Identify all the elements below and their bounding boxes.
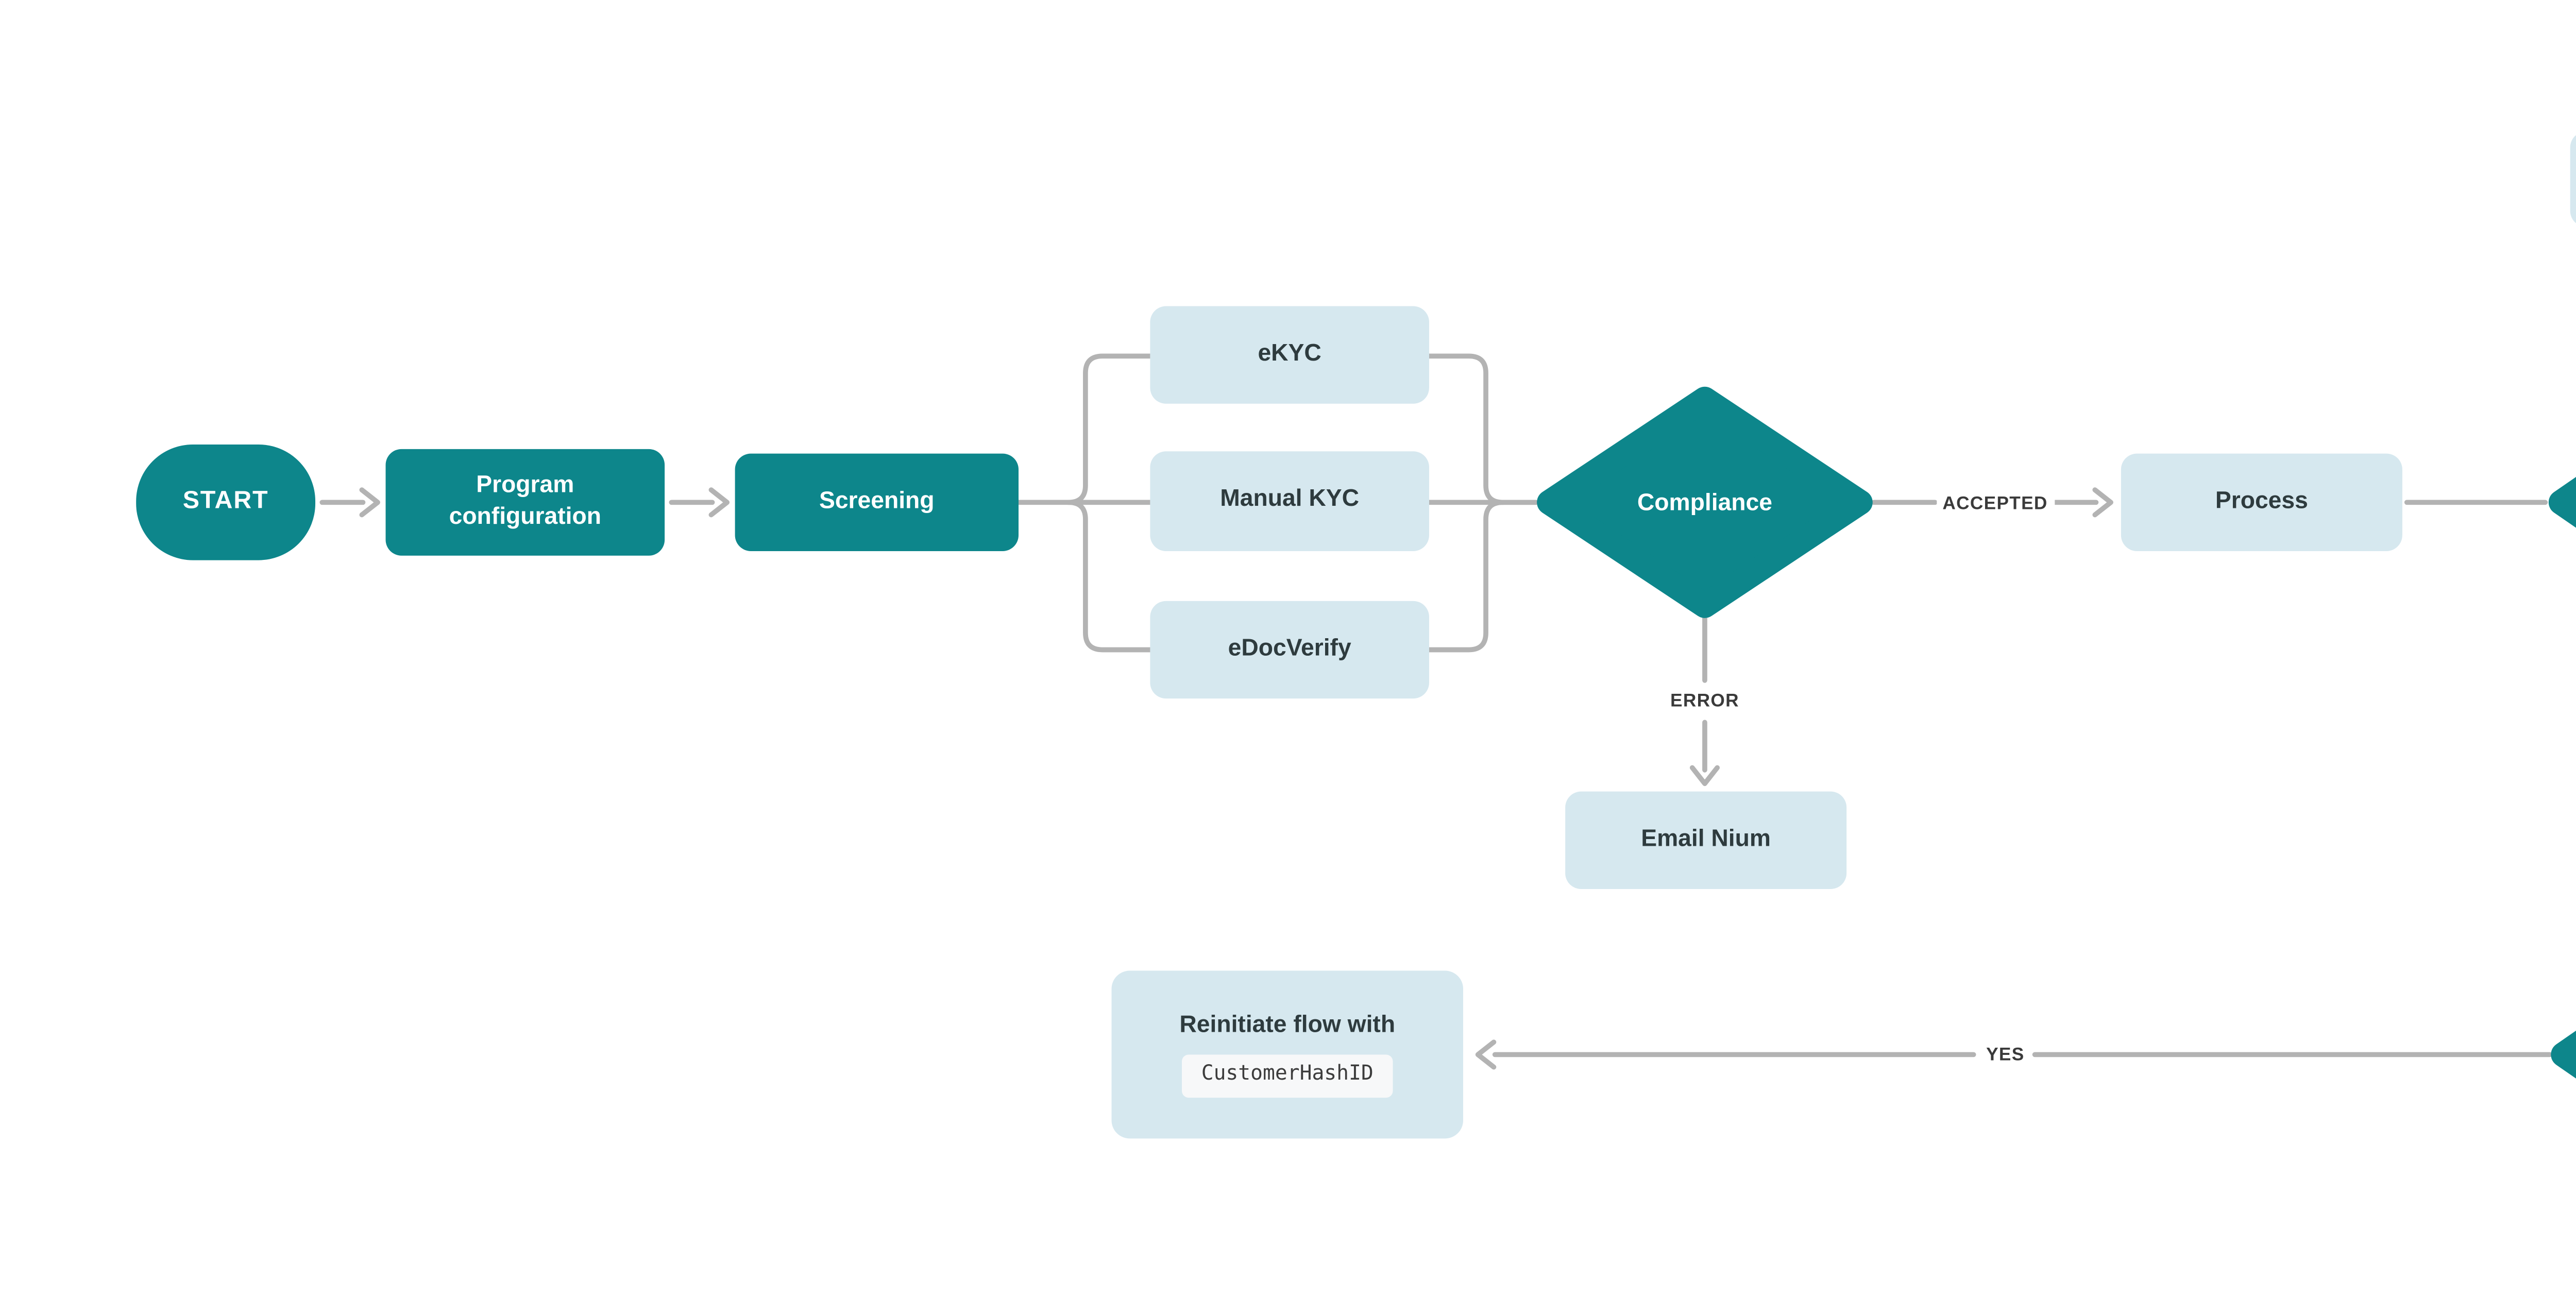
node-screening[interactable]: Screening bbox=[735, 453, 1019, 551]
node-manual-kyc[interactable]: Manual KYC bbox=[1150, 451, 1429, 551]
node-reiterate-shape[interactable] bbox=[2551, 952, 2576, 1156]
node-label: eDocVerify bbox=[1228, 634, 1351, 661]
node-label: Program configuration bbox=[449, 471, 601, 530]
node-process[interactable]: Process bbox=[2121, 453, 2402, 551]
node-edocverify[interactable]: eDocVerify bbox=[1150, 601, 1429, 699]
edge-label-accepted: ACCEPTED bbox=[1936, 492, 2055, 513]
node-label: Screening bbox=[819, 486, 935, 514]
arrowhead-right-icon bbox=[2092, 487, 2113, 518]
node-program-configuration[interactable]: Program configuration bbox=[385, 449, 665, 556]
edge-screening-edocverify bbox=[1066, 500, 1153, 653]
node-label: eKYC bbox=[1258, 339, 1321, 367]
edge-edocverify-compliance bbox=[1427, 500, 1505, 653]
edge-ekyc-compliance bbox=[1427, 353, 1538, 505]
edge-label-yes: YES bbox=[1979, 1044, 2031, 1065]
node-label: Reinitiate flow with bbox=[1179, 1011, 1396, 1038]
customer-hash-id-chip: CustomerHashID bbox=[1181, 1055, 1394, 1099]
node-label: START bbox=[182, 488, 269, 516]
node-label: Process bbox=[2215, 486, 2308, 514]
node-start[interactable]: START bbox=[136, 445, 316, 560]
node-reinitiate-flow[interactable]: Reinitiate flow with CustomerHashID bbox=[1111, 970, 1463, 1139]
node-rfi[interactable]: RFI bbox=[2570, 131, 2576, 227]
arrowhead-right-icon bbox=[359, 487, 380, 518]
edge-screening-ekyc bbox=[1066, 353, 1153, 505]
node-compliance-1-label: Compliance bbox=[1637, 488, 1772, 516]
node-label: Email Nium bbox=[1641, 824, 1771, 852]
node-compliance-2-shape[interactable] bbox=[2548, 399, 2576, 606]
arrowhead-right-icon bbox=[708, 487, 730, 518]
node-compliance-1-shape[interactable] bbox=[1537, 386, 1873, 618]
node-email-nium[interactable]: Email Nium bbox=[1565, 791, 1847, 890]
node-ekyc[interactable]: eKYC bbox=[1150, 306, 1429, 404]
arrowhead-down-icon bbox=[1689, 765, 1720, 787]
edge-label-error: ERROR bbox=[1663, 690, 1747, 711]
arrowhead-left-icon bbox=[1475, 1039, 1497, 1070]
node-label: Manual KYC bbox=[1220, 485, 1360, 513]
